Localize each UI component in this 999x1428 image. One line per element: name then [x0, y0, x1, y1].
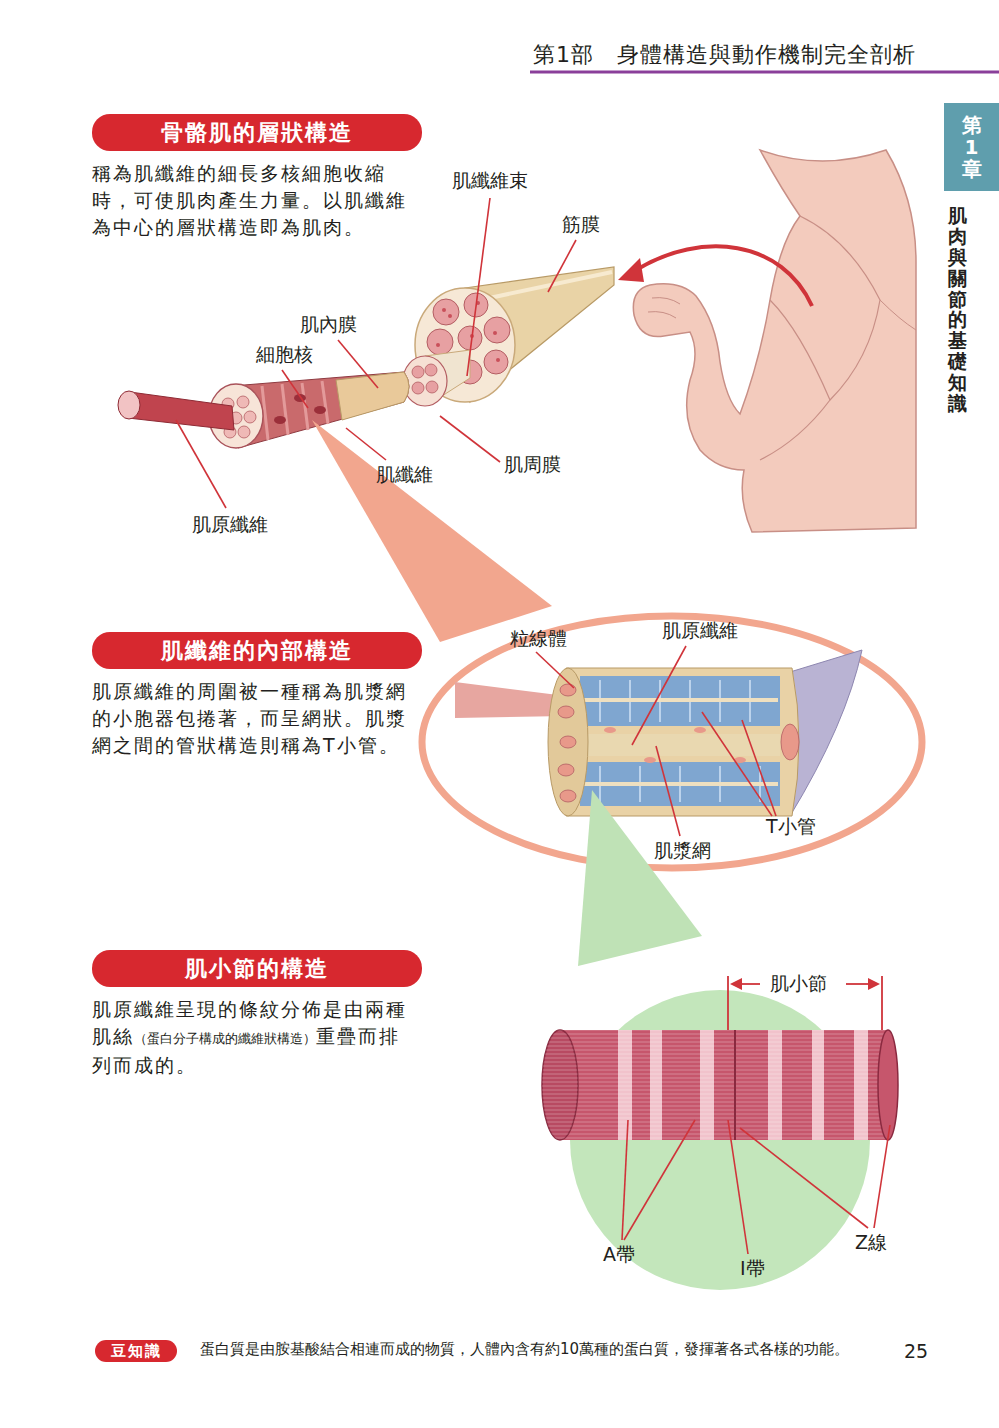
part-label: 肌周膜 — [504, 452, 561, 478]
heading-text: 肌纖維的內部構造 — [161, 636, 353, 666]
part-label: T小管 — [766, 814, 816, 840]
part-label: 肌內膜 — [300, 312, 357, 338]
part-label: 筋膜 — [562, 212, 600, 238]
leader-lines — [622, 1120, 890, 1254]
section-heading: 肌纖維的內部構造 — [92, 632, 422, 669]
part-label: 肌原纖維 — [662, 618, 738, 644]
motion-arrow — [618, 246, 812, 306]
section-heading: 肌小節的構造 — [92, 950, 422, 987]
part-label: 肌纖維 — [376, 462, 433, 488]
part-label: I帶 — [740, 1256, 765, 1282]
heading-text: 豆知識 — [111, 1342, 162, 1361]
header-rule — [530, 72, 999, 73]
heading-text: 骨骼肌的層狀構造 — [161, 118, 353, 148]
part-label: 肌漿網 — [654, 838, 711, 864]
body-text: 肌原纖維的周圍被一種稱為肌漿網的小胞器包捲著，而呈網狀。肌漿網之間的管狀構造則稱… — [92, 678, 414, 759]
leader-lines — [176, 198, 576, 508]
muscle-bundle — [118, 267, 614, 448]
fiber-interior — [455, 650, 862, 816]
part-label: 肌纖維束 — [452, 168, 528, 194]
body-text: 稱為肌纖維的細長多核細胞收縮時，可使肌肉產生力量。以肌纖維為中心的層狀構造即為肌… — [92, 160, 414, 241]
tip-badge: 豆知識 — [95, 1340, 177, 1362]
sarcomere-cylinder — [542, 1030, 898, 1140]
heading-text: 第1章 — [962, 114, 982, 180]
page-number: 25 — [904, 1340, 928, 1362]
section-heading: 骨骼肌的層狀構造 — [92, 114, 422, 151]
part-label: Z線 — [855, 1230, 887, 1256]
arm-figure — [633, 150, 916, 532]
chapter-title: 肌肉與關節的基礎知識 — [948, 205, 967, 414]
part-label: 粒線體 — [510, 626, 567, 652]
paragraph: 肌原纖維呈現的條紋分佈是由兩種肌絲（蛋白分子構成的纖維狀構造）重疊而排列而成的。 — [92, 996, 414, 1079]
part-label: A帶 — [603, 1242, 635, 1268]
part-label: 細胞核 — [256, 342, 313, 368]
body-note: （蛋白分子構成的纖維狀構造） — [134, 1031, 316, 1046]
chapter-tab: 第1章 — [944, 103, 999, 191]
page-header: 第1部 身體構造與動作機制完全剖析 — [533, 40, 916, 70]
leader-lines — [536, 646, 776, 836]
heading-text: 肌小節的構造 — [185, 954, 329, 984]
part-label: 肌原纖維 — [192, 512, 268, 538]
tip-text: 蛋白質是由胺基酸結合相連而成的物質，人體內含有約10萬種的蛋白質，發揮著各式各樣… — [200, 1338, 885, 1361]
dimension-label: 肌小節 — [770, 971, 827, 997]
